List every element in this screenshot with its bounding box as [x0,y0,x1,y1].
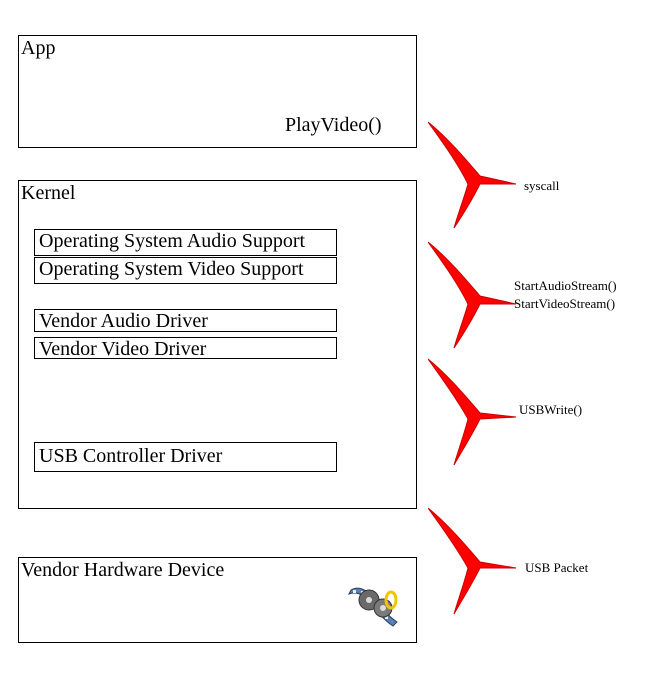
os-video-support-module: Operating System Video Support [34,257,337,284]
vendor-audio-driver-module: Vendor Audio Driver [34,309,337,332]
hardware-device-title: Vendor Hardware Device [21,559,225,581]
vendor-video-driver-module: Vendor Video Driver [34,337,337,359]
os-audio-support-module: Operating System Audio Support [34,229,337,256]
kernel-layer-title: Kernel [21,182,76,204]
play-video-call: PlayVideo() [285,114,382,136]
app-layer-title: App [21,37,56,59]
usb-controller-driver-module: USB Controller Driver [34,442,337,472]
film-reel-icon [347,587,398,627]
app-layer-box: App PlayVideo() [18,35,417,148]
syscall-label: syscall [524,178,560,193]
usb-write-label: USBWrite() [519,402,583,417]
syscall-arrow [428,121,517,229]
start-stream-arrow [428,241,517,349]
usb-packet-label: USB Packet [525,560,589,575]
kernel-layer-box: Kernel Operating System Audio Support Op… [18,180,417,509]
start-audio-stream-label: StartAudioStream() [514,278,617,293]
usb-write-arrow [428,358,517,466]
usb-packet-arrow [428,507,517,615]
hardware-device-box: Vendor Hardware Device [18,557,417,643]
start-video-stream-label: StartVideoStream() [514,296,616,311]
